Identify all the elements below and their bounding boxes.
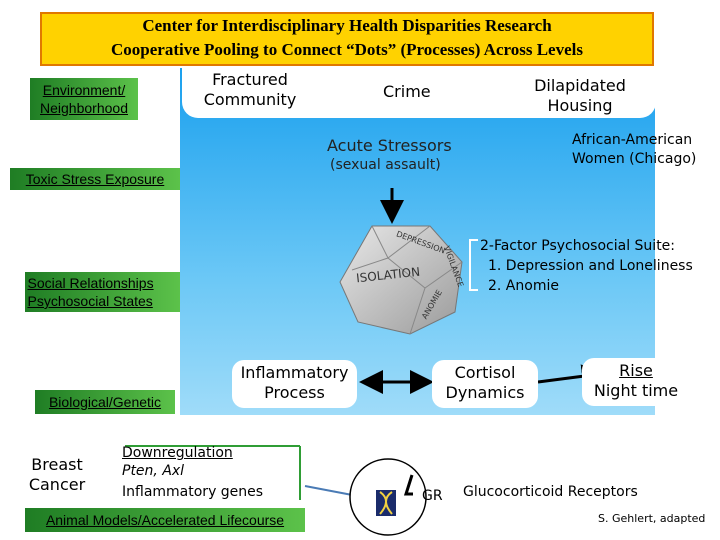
title-banner [40,12,654,66]
environment-label: Environment/ Neighborhood [40,82,128,116]
gr-text: GR [422,488,443,504]
title-line-2: Cooperative Pooling to Connect “Dots” (P… [111,40,583,59]
sexual-assault-text: (sexual assault) [330,157,441,173]
crime-text: Crime [383,82,431,101]
rise-text: Rise [619,361,653,380]
top-row-box [182,66,656,118]
social-box: Social Relationships Psychosocial States [25,272,180,312]
rise-night-text: Rise Night time [582,358,690,401]
suite-heading: 2-Factor Psychosocial Suite: [480,238,676,254]
inflammatory-box: Inflammatory Process [232,360,357,408]
social-label: Social Relationships Psychosocial States [27,275,154,309]
glucocorticoid-text: Glucocorticoid Receptors [463,484,638,500]
credit-text: S. Gehlert, adapted [598,512,706,525]
suite-bracket [469,239,478,291]
fractured-community-text: Fractured Community [203,70,297,109]
toxic-stress-box: Toxic Stress Exposure [10,168,180,190]
title-line-1: Center for Interdisciplinary Health Disp… [142,16,552,35]
gr-arrow [403,474,414,496]
animal-label: Animal Models/Accelerated Lifecourse [45,512,285,528]
population-text: African-American Women (Chicago) [572,132,697,167]
cortisol-box: Cortisol Dynamics [432,360,538,408]
dilapidated-housing-text: Dilapidated Housing [534,76,626,115]
suite-item-1: 1. Depression and Loneliness [488,258,693,274]
suite-item-2: 2. Anomie [488,278,559,294]
inflammatory-text: Inflammatory Process [240,363,349,402]
animal-box: Animal Models/Accelerated Lifecourse [25,508,305,532]
cortisol-text: Cortisol Dynamics [445,363,525,402]
downregulation-text: Downregulation [122,445,233,461]
psychosocial-polyhedron [339,225,463,335]
environment-box: Environment/ Neighborhood [30,78,138,120]
inflammatory-genes-text: Inflammatory genes [122,484,264,500]
breast-cancer-text: Breast Cancer [28,455,86,494]
biological-label: Biological/Genetic [48,394,162,410]
rise-box: Rise Night time [582,358,690,406]
toxic-stress-label: Toxic Stress Exposure [25,171,165,187]
genes-text: Pten, Axl [122,463,185,479]
biological-box: Biological/Genetic [35,390,175,414]
night-time-text: Night time [593,381,679,400]
acute-stressors-text: Acute Stressors [327,136,452,155]
